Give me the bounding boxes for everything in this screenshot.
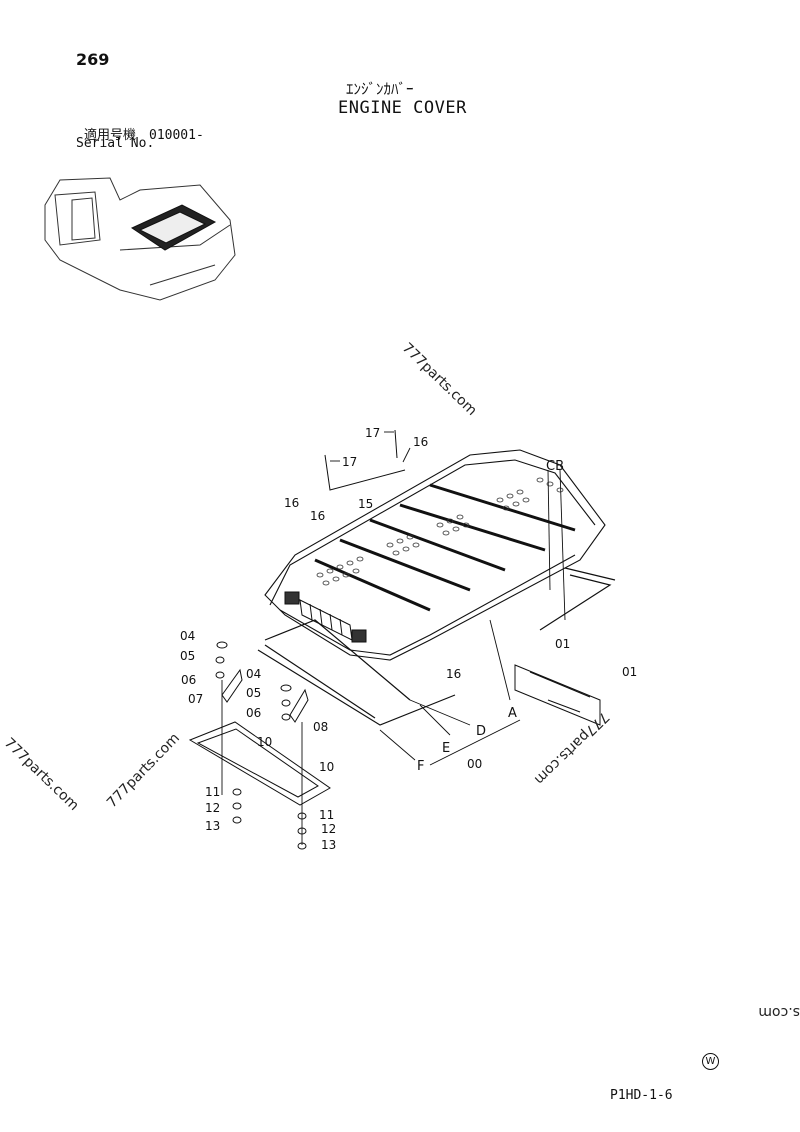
callout-11a: 11	[205, 785, 220, 799]
callout-15: 15	[358, 497, 373, 511]
callout-00: 00	[467, 757, 482, 771]
callout-16b: 16	[284, 496, 299, 510]
front-grille	[284, 591, 367, 643]
leader-lines	[221, 431, 566, 845]
callout-04b: 04	[246, 667, 261, 681]
watermark-5: s.com	[758, 1004, 800, 1020]
callout-06a: 06	[181, 673, 196, 687]
callout-d: D	[476, 724, 486, 739]
callout-13a: 13	[205, 819, 220, 833]
handrail-15	[324, 429, 406, 491]
callout-17b: 17	[342, 455, 357, 469]
serial-english: Serial No.	[76, 136, 155, 151]
callout-16d: 16	[446, 667, 461, 681]
vent-perforations	[316, 477, 564, 586]
callout-06b: 06	[246, 706, 261, 720]
callout-10a: 10	[257, 735, 272, 749]
hinge-bracket-01	[514, 664, 601, 726]
callout-f: F	[417, 759, 424, 774]
callout-07: 07	[188, 692, 203, 706]
callout-e: E	[442, 741, 450, 756]
w-mark-icon: W	[702, 1053, 719, 1070]
serial-japanese: 適用号機 010001-	[84, 128, 204, 143]
seal-gasket-frame	[257, 567, 616, 726]
latch-plate-left	[188, 721, 331, 806]
engine-cover-thumbnail	[130, 204, 217, 251]
page-number: 269	[76, 50, 110, 69]
callout-17a: 17	[365, 426, 380, 440]
callout-04a: 04	[180, 629, 195, 643]
callout-01a: 01	[555, 637, 570, 651]
callout-a: A	[508, 706, 517, 721]
callout-05b: 05	[246, 686, 261, 700]
callout-12a: 12	[205, 801, 220, 815]
title-english: ENGINE COVER	[338, 98, 467, 118]
excavator-thumbnail	[44, 177, 236, 301]
callout-10b: 10	[319, 760, 334, 774]
callout-05a: 05	[180, 649, 195, 663]
callout-16a: 16	[413, 435, 428, 449]
callout-16c: 16	[310, 509, 325, 523]
callout-11b: 11	[319, 808, 334, 822]
callout-01b: 01	[622, 665, 637, 679]
callout-13b: 13	[321, 838, 336, 852]
cover-straps	[314, 483, 576, 612]
drawing-code: P1HD-1-6	[610, 1088, 673, 1103]
title-japanese: ｴﾝｼﾞﾝｶﾊﾞｰ	[346, 80, 414, 98]
callout-12b: 12	[321, 822, 336, 836]
callout-cb: CB	[546, 459, 564, 474]
callout-08: 08	[313, 720, 328, 734]
engine-cover-outline	[264, 449, 606, 661]
